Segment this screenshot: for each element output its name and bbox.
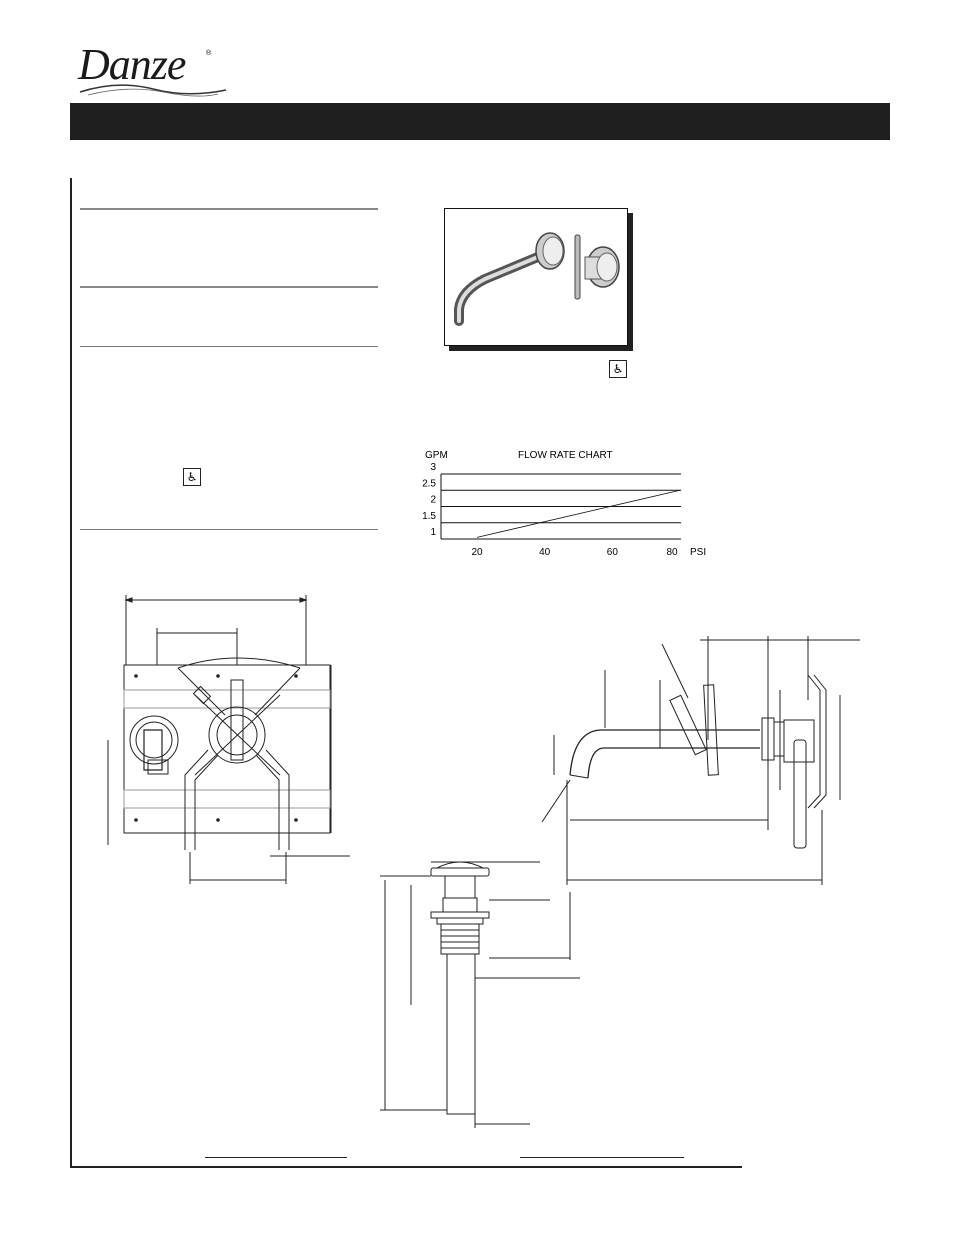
logo-swoosh-icon bbox=[79, 84, 227, 97]
flow-rate-chart: GPM FLOW RATE CHART 3 2.5 2 1.5 1 20 40 60 80 P… bbox=[422, 450, 706, 558]
chart-ylabel: GPM bbox=[425, 450, 448, 461]
caption-line-right bbox=[520, 1157, 684, 1158]
rough-in-front-view-drawing bbox=[107, 595, 350, 884]
chart-title: FLOW RATE CHART bbox=[518, 450, 613, 461]
side-view-drawing bbox=[541, 636, 860, 885]
frame-bottom-border bbox=[70, 1166, 742, 1168]
chart-x-tick-label: 20 bbox=[471, 547, 483, 558]
chart-x-tick-label: 60 bbox=[607, 547, 619, 558]
section-divider-4 bbox=[80, 529, 378, 530]
chart-y-tick-label: 1.5 bbox=[422, 511, 436, 522]
header-banner bbox=[70, 103, 890, 140]
product-photo bbox=[444, 208, 628, 346]
section-divider-2 bbox=[80, 286, 378, 288]
section-divider-3 bbox=[80, 346, 378, 347]
chart-x-tick-label: 40 bbox=[539, 547, 551, 558]
brand-logo-registered-mark: ® bbox=[206, 50, 212, 57]
caption-line-left bbox=[205, 1157, 347, 1158]
drain-assembly-drawing bbox=[380, 861, 580, 1128]
chart-series-line bbox=[476, 489, 681, 538]
chart-xlabel: PSI bbox=[690, 547, 706, 558]
chart-y-tick-label: 2 bbox=[430, 495, 436, 506]
chart-x-tick-label: 80 bbox=[666, 547, 678, 558]
frame-left-border bbox=[70, 178, 72, 1168]
section-divider-1 bbox=[80, 208, 378, 210]
ada-accessible-icon: ♿ bbox=[609, 360, 627, 378]
chart-y-tick-label: 2.5 bbox=[422, 478, 436, 489]
brand-logo: Danze ® bbox=[78, 40, 228, 98]
chart-y-tick-label: 1 bbox=[430, 527, 436, 538]
chart-y-tick-label: 3 bbox=[430, 462, 436, 473]
brand-logo-text: Danze bbox=[78, 40, 186, 89]
ada-accessible-icon: ♿ bbox=[183, 468, 201, 486]
